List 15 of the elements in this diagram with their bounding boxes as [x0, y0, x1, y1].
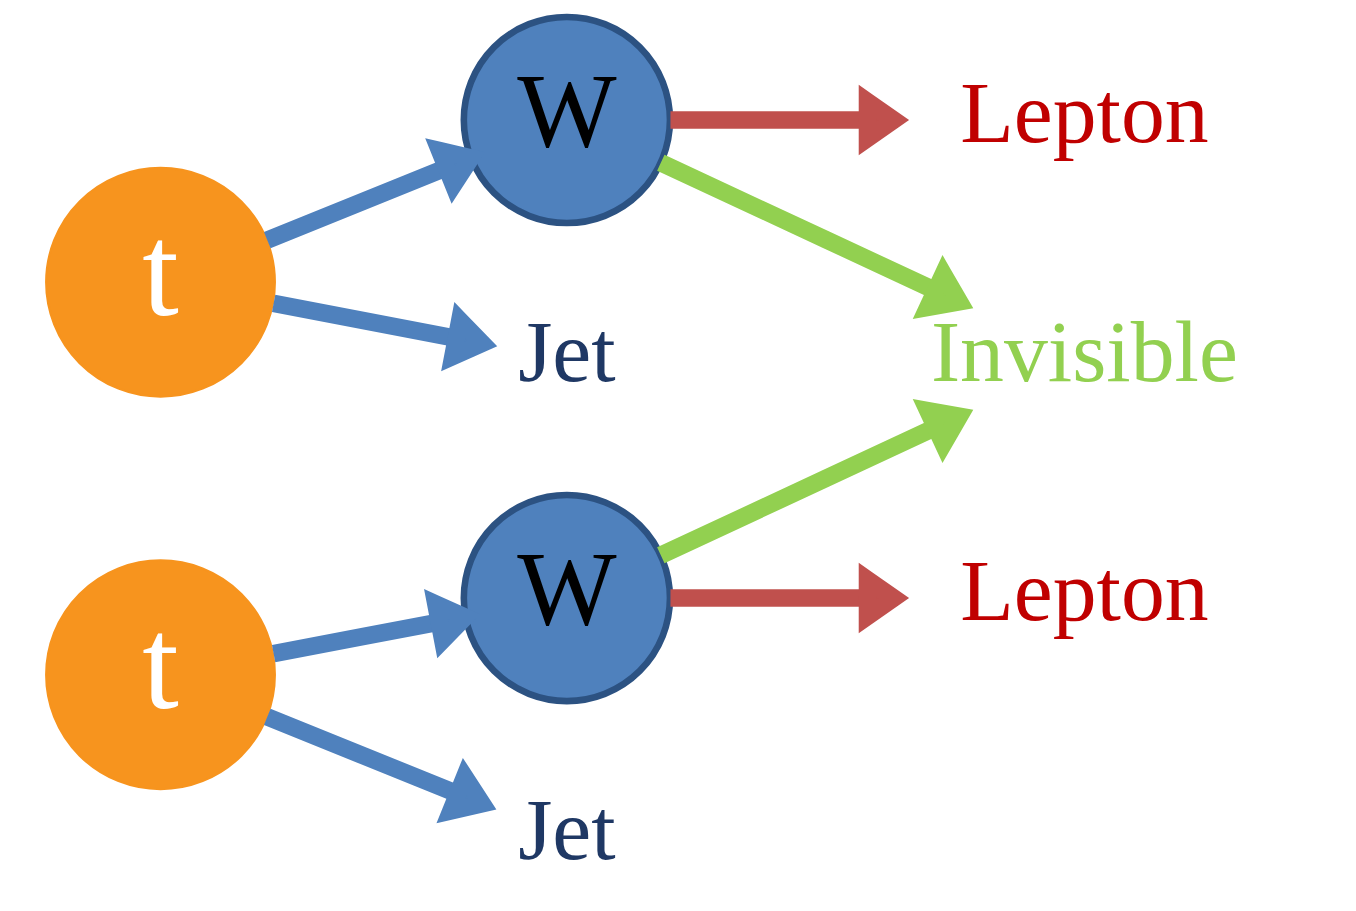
node-text: Jet [518, 780, 616, 878]
node-circle: W [460, 13, 674, 227]
arrow [657, 399, 974, 564]
arrow [670, 562, 910, 634]
arrow [657, 154, 974, 319]
arrow [271, 294, 498, 372]
node-text: Invisible [930, 302, 1238, 400]
arrow [670, 84, 910, 156]
node-circle: t [45, 166, 276, 398]
arrow [263, 708, 497, 824]
node-circle: W [460, 491, 674, 705]
node-text: Lepton [960, 63, 1209, 161]
node-circle: t [45, 559, 276, 791]
node-text: Lepton [960, 541, 1209, 639]
node-text: Jet [518, 302, 616, 400]
